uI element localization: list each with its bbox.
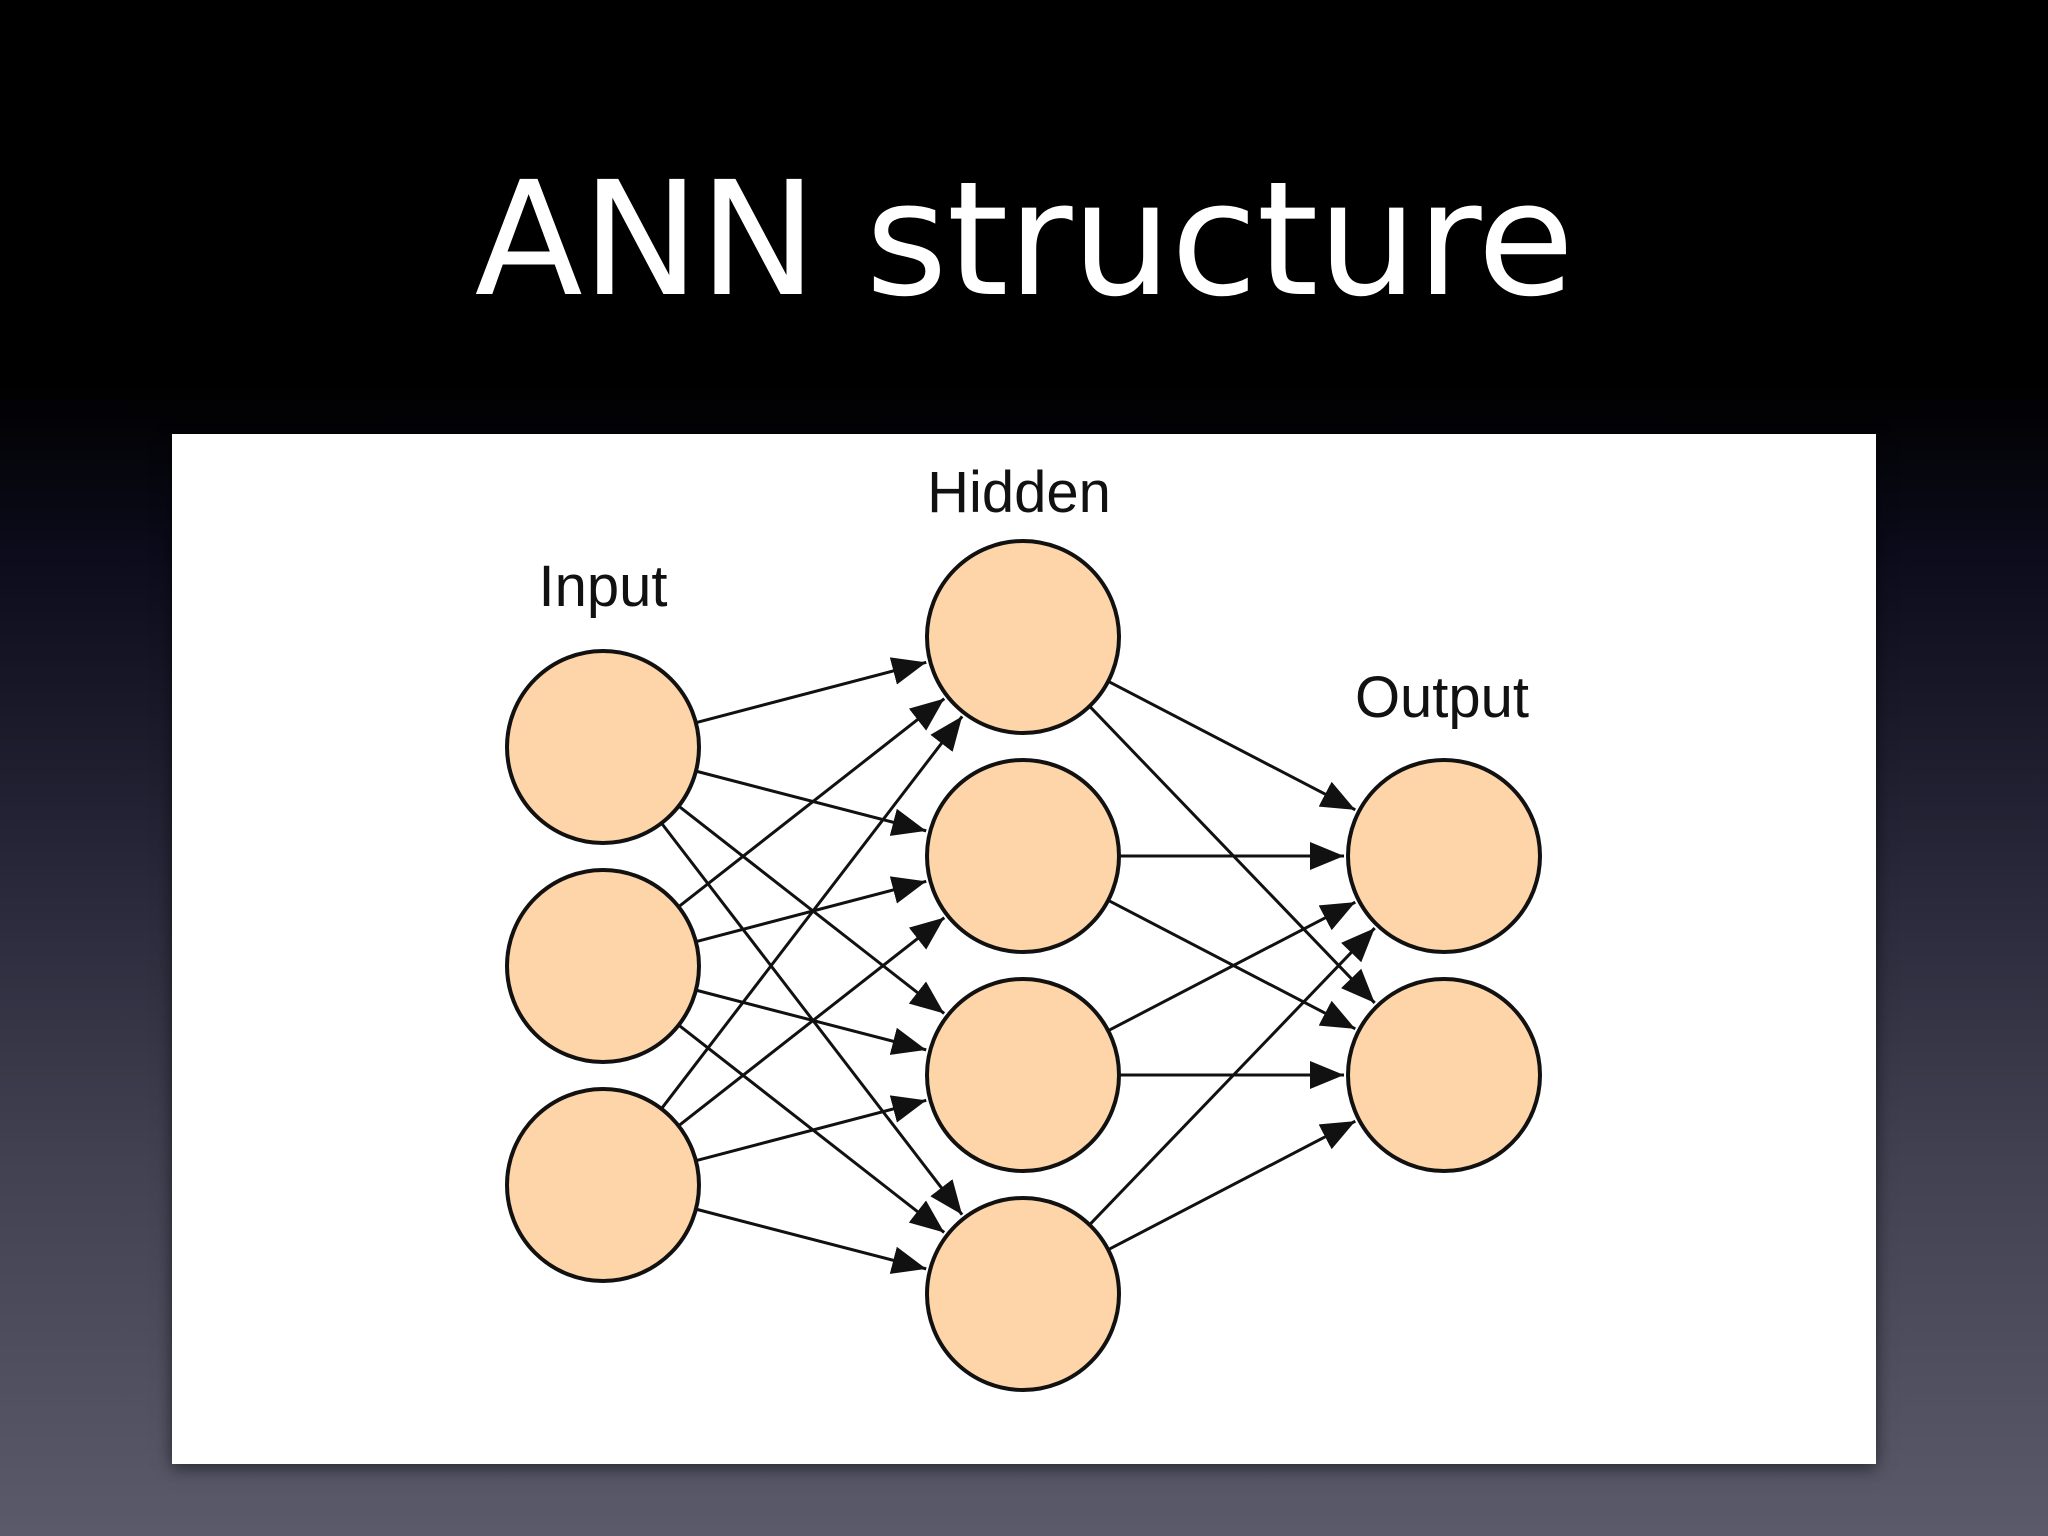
connection-input-1-to-hidden-3 <box>677 804 946 1015</box>
network-diagram-panel: Input Hidden Output <box>172 434 1876 1464</box>
connection-hidden-2-to-output-2 <box>1107 898 1356 1031</box>
connection-hidden-4-to-output-2 <box>1107 1119 1356 1252</box>
hidden-node-2 <box>925 758 1121 954</box>
input-node-1 <box>505 649 701 845</box>
layer-labels-group: Input Hidden Output <box>539 460 1530 730</box>
hidden-node-3 <box>925 977 1121 1173</box>
hidden-node-1 <box>925 539 1121 735</box>
connection-input-3-to-hidden-2 <box>677 916 946 1127</box>
input-node-3 <box>505 1087 701 1283</box>
connection-input-1-to-hidden-2 <box>695 769 927 836</box>
connection-hidden-4-to-output-1 <box>1088 927 1376 1226</box>
hidden-node-4 <box>925 1196 1121 1392</box>
connection-input-2-to-hidden-1 <box>677 697 946 908</box>
slide-title: ANN structure <box>474 148 1575 332</box>
layer-label-input: Input <box>539 554 668 619</box>
connection-hidden-3-to-output-1 <box>1107 900 1356 1033</box>
neural-network-diagram: Input Hidden Output <box>505 460 1542 1392</box>
connection-input-2-to-hidden-4 <box>677 1023 946 1234</box>
connection-input-3-to-hidden-1 <box>660 715 964 1110</box>
output-node-1 <box>1346 758 1542 954</box>
layer-label-output: Output <box>1355 665 1529 730</box>
layer-label-hidden: Hidden <box>927 460 1111 525</box>
nodes-group <box>505 539 1542 1392</box>
connection-input-1-to-hidden-1 <box>695 657 927 725</box>
connection-input-3-to-hidden-3 <box>695 1095 927 1163</box>
connection-input-3-to-hidden-4 <box>695 1207 927 1274</box>
output-node-2 <box>1346 977 1542 1173</box>
connections-group <box>660 657 1376 1274</box>
input-node-2 <box>505 868 701 1064</box>
connection-input-2-to-hidden-3 <box>695 988 927 1055</box>
connection-hidden-1-to-output-1 <box>1107 679 1356 812</box>
